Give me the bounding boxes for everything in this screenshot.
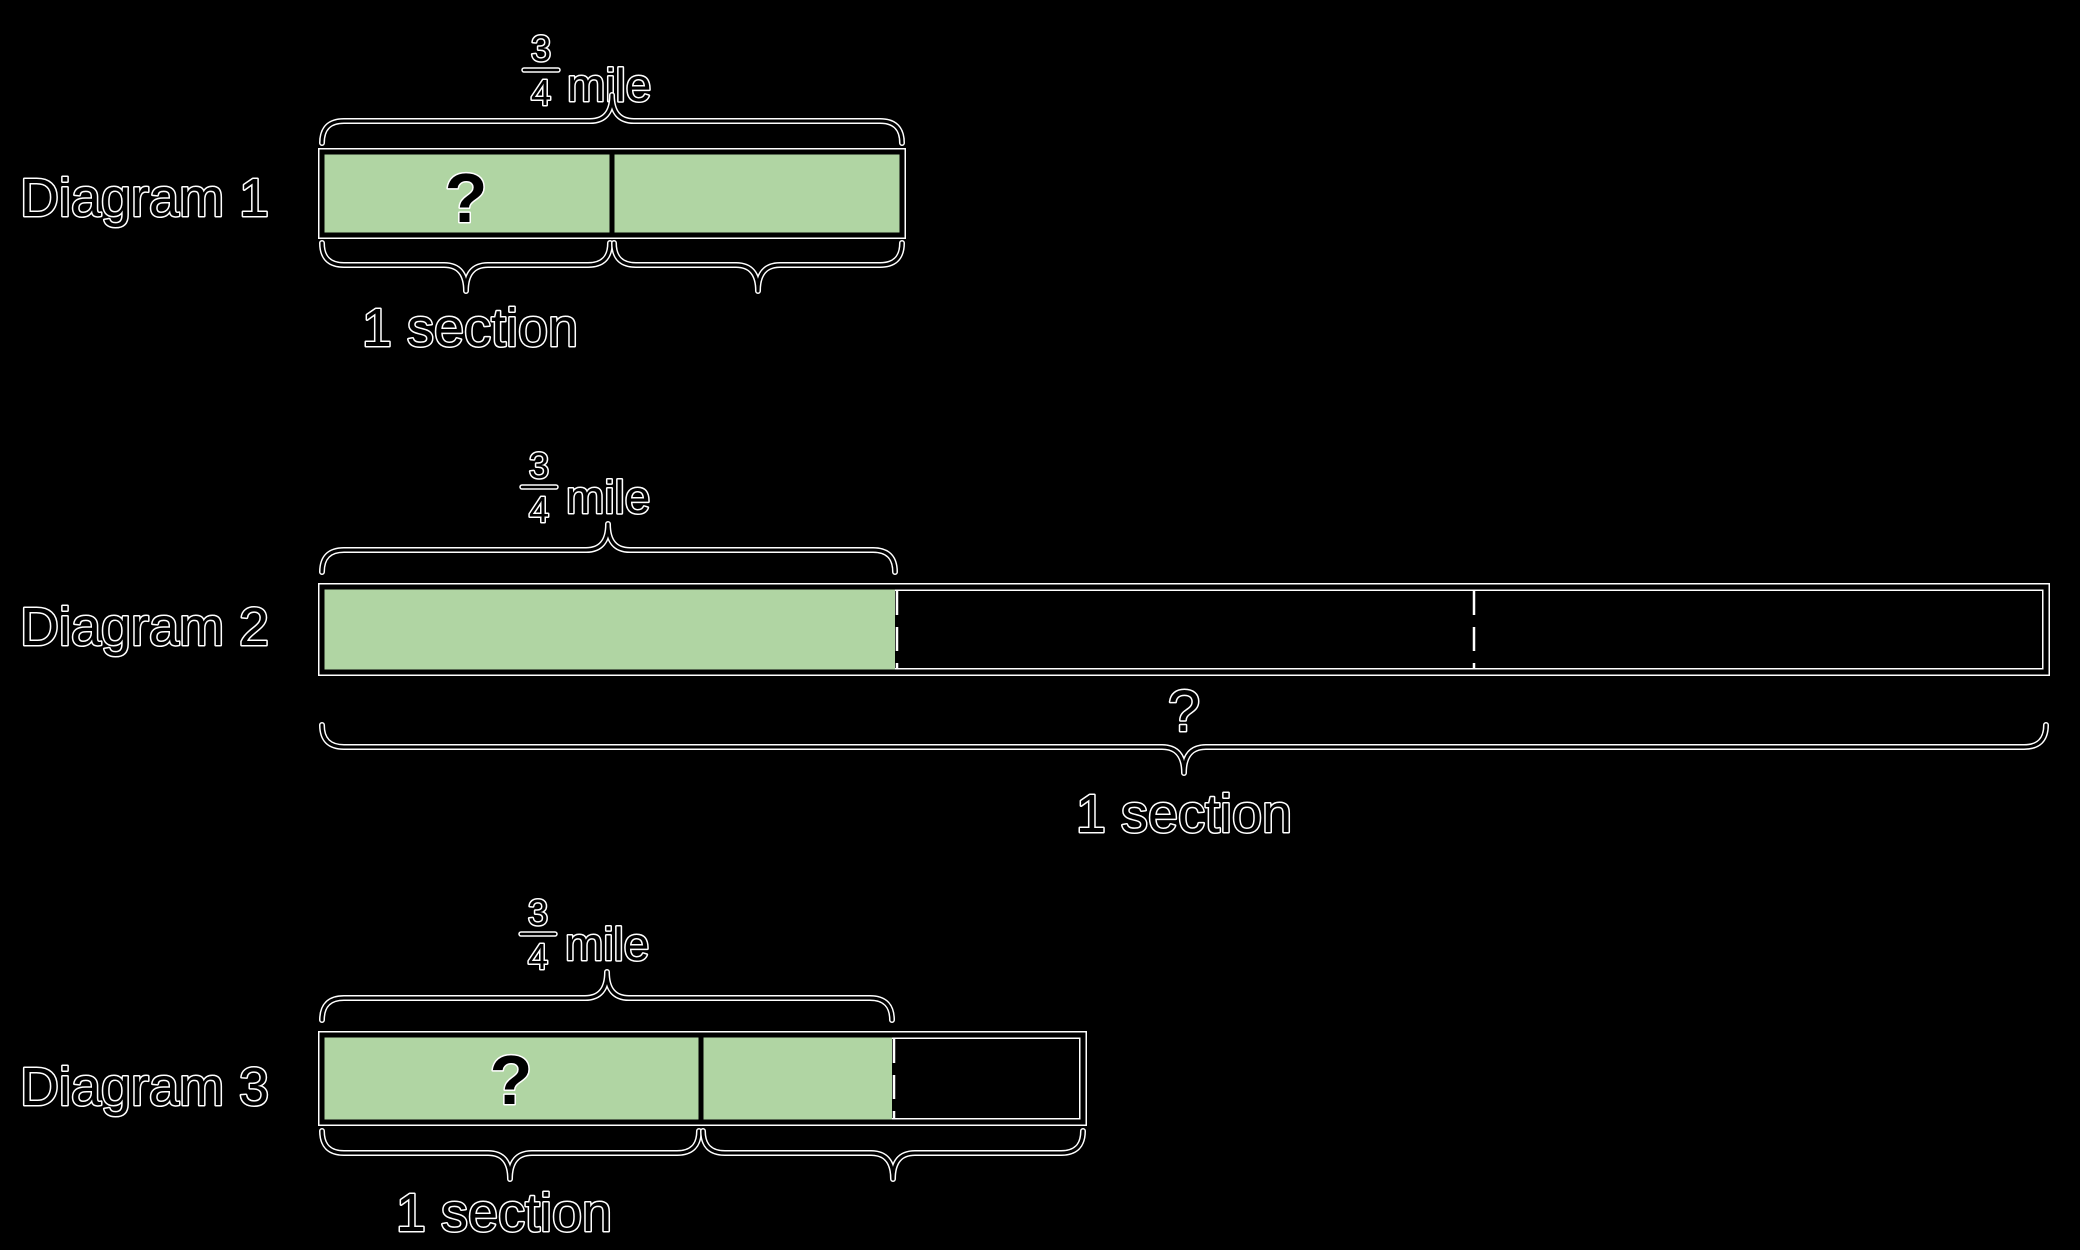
diagram-1-distance-label: 3 4 mile [521, 27, 653, 115]
fraction-numerator: 3 [529, 445, 549, 486]
diagram-1: Diagram 1 3 4 mile ? 1 section [19, 27, 902, 360]
mile-unit-label: mile [566, 471, 650, 523]
diagram-2-label: Diagram 2 [20, 597, 269, 657]
diagram-1-bar: ? [322, 152, 902, 237]
fraction-numerator: 3 [528, 892, 548, 933]
fraction-denominator: 4 [528, 936, 548, 977]
diagram-2-distance-label: 3 4 mile [519, 444, 652, 532]
diagram-3-section-label: 1 section [396, 1183, 612, 1243]
mile-unit-label: mile [567, 59, 651, 111]
diagram-2-question-mark: ? [1168, 679, 1200, 744]
fraction-denominator: 4 [531, 72, 551, 113]
diagram-1-question-mark: ? [445, 159, 488, 237]
fraction-numerator: 3 [531, 28, 551, 69]
diagram-2-section-label: 1 section [1076, 784, 1292, 844]
fraction-denominator: 4 [529, 489, 549, 530]
diagram-2: Diagram 2 3 4 mile ? 1 section [19, 444, 2046, 846]
diagram-2-bar [322, 587, 2046, 672]
diagram-3-label: Diagram 3 [20, 1057, 269, 1117]
bar-fill [322, 1035, 892, 1122]
diagram-1-label: Diagram 1 [20, 168, 269, 228]
bar-fill [322, 587, 895, 672]
diagram-3-distance-label: 3 4 mile [518, 891, 651, 979]
diagram-1-section-label: 1 section [362, 298, 578, 358]
mile-unit-label: mile [565, 918, 649, 970]
diagram-3-bar: ? [322, 1035, 1083, 1122]
diagram-3-question-mark: ? [490, 1041, 533, 1119]
diagram-3: Diagram 3 3 4 mile ? 1 section [19, 891, 1083, 1245]
